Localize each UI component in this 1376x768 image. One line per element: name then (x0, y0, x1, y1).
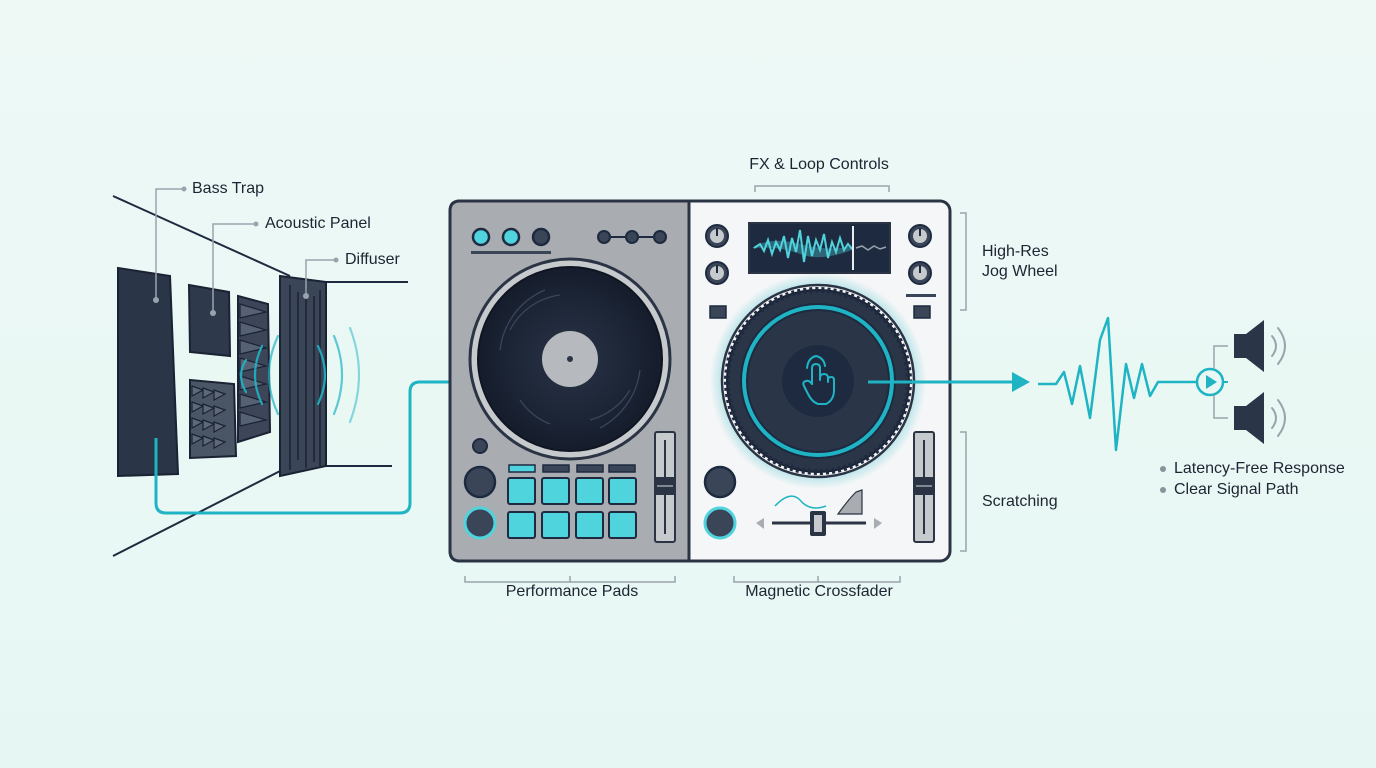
fx-knob-2[interactable] (705, 261, 729, 285)
speaker-icon (1234, 320, 1286, 372)
jog-wheel[interactable] (710, 273, 926, 489)
loop-button-right[interactable] (913, 305, 931, 319)
magnetic-crossfader[interactable] (756, 489, 882, 536)
play-icon (1195, 367, 1225, 397)
pad-3[interactable] (575, 477, 604, 505)
performance-pads (507, 464, 637, 539)
pitch-fader-right[interactable] (913, 431, 935, 543)
bullet-text: Latency-Free Response (1174, 460, 1345, 477)
pad-mode-bar-1[interactable] (508, 464, 536, 473)
label-diffuser: Diffuser (345, 251, 400, 268)
play-button-left[interactable] (463, 506, 497, 540)
bullet-text: Clear Signal Path (1174, 481, 1299, 498)
label-jog-wheel: Jog Wheel (982, 263, 1058, 280)
pad-1[interactable] (507, 477, 536, 505)
label-fx-loop-controls: FX & Loop Controls (749, 156, 889, 173)
cue-button-3[interactable] (531, 227, 551, 247)
output-signal (868, 316, 1286, 452)
play-button-right[interactable] (703, 506, 737, 540)
foam-panel-lower (189, 378, 238, 460)
pad-8[interactable] (608, 511, 637, 539)
cue-button-1[interactable] (471, 227, 491, 247)
cue-button-right[interactable] (703, 465, 737, 499)
bullet-item: Clear Signal Path (1160, 481, 1299, 499)
fx-knob-3[interactable] (908, 224, 932, 248)
dj-controller (448, 199, 952, 563)
acoustic-room (112, 186, 452, 557)
waveform-spike (1038, 316, 1170, 452)
fx-knob-1[interactable] (705, 224, 729, 248)
label-performance-pads: Performance Pads (505, 583, 639, 600)
cue-button-2[interactable] (501, 227, 521, 247)
label-bass-trap: Bass Trap (192, 180, 265, 197)
sync-button[interactable] (463, 465, 497, 499)
pad-7[interactable] (575, 511, 604, 539)
pad-mode-bar-3[interactable] (576, 464, 604, 473)
label-acoustic-panel: Acoustic Panel (265, 215, 371, 232)
bullet-item: Latency-Free Response (1160, 460, 1345, 478)
vinyl-platter[interactable] (468, 257, 672, 461)
fx-knob-4[interactable] (908, 261, 932, 285)
waveform-display (748, 222, 891, 274)
pitch-fader-left[interactable] (654, 431, 676, 543)
diffuser (279, 274, 327, 478)
callout-brackets (464, 185, 967, 583)
shift-button[interactable] (472, 438, 488, 454)
label-high-res: High-Res (982, 243, 1049, 260)
arrow-right-icon (1012, 372, 1030, 392)
label-magnetic-crossfader: Magnetic Crossfader (745, 583, 893, 600)
knob-small-2[interactable] (625, 230, 639, 244)
touch-hand-icon (802, 355, 835, 405)
room-floor-line (112, 465, 291, 557)
pad-6[interactable] (541, 511, 570, 539)
room-leader-lines (155, 188, 336, 311)
pad-4[interactable] (608, 477, 637, 505)
signal-cable-input (154, 380, 452, 515)
speaker-icon (1234, 392, 1286, 444)
label-scratching: Scratching (982, 493, 1058, 510)
pad-5[interactable] (507, 511, 536, 539)
loop-button-left[interactable] (709, 305, 727, 319)
room-ceiling-line (112, 195, 291, 277)
knob-small-1[interactable] (597, 230, 611, 244)
bass-trap (117, 266, 180, 478)
sound-wave-arcs (239, 326, 361, 424)
pad-mode-bar-4[interactable] (608, 464, 636, 473)
pad-2[interactable] (541, 477, 570, 505)
acoustic-panel (187, 283, 232, 358)
knob-small-3[interactable] (653, 230, 667, 244)
pad-mode-bar-2[interactable] (542, 464, 570, 473)
foam-wedge-panel (237, 294, 272, 444)
